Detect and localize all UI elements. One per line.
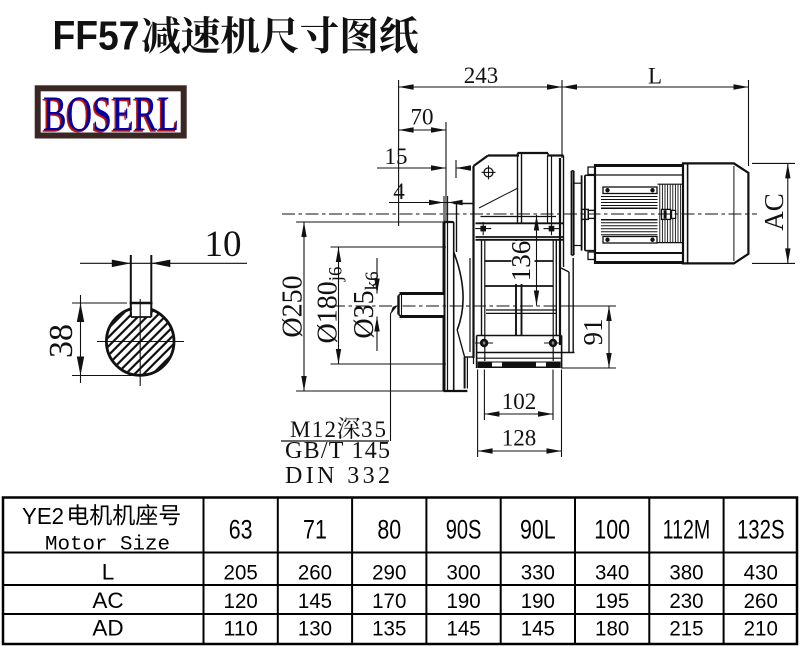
svg-text:100: 100 bbox=[594, 515, 630, 545]
svg-text:Ø35k6: Ø35k6 bbox=[349, 271, 383, 338]
svg-text:GB/T 145: GB/T 145 bbox=[285, 438, 390, 464]
svg-text:90L: 90L bbox=[520, 515, 556, 545]
svg-text:190: 190 bbox=[521, 589, 555, 613]
svg-text:15: 15 bbox=[385, 144, 408, 169]
svg-text:91: 91 bbox=[578, 319, 608, 346]
svg-text:L: L bbox=[102, 560, 115, 585]
svg-text:120: 120 bbox=[224, 589, 258, 613]
svg-text:300: 300 bbox=[446, 561, 480, 585]
svg-text:70: 70 bbox=[411, 105, 434, 130]
svg-text:430: 430 bbox=[744, 561, 778, 585]
svg-text:L: L bbox=[648, 64, 662, 89]
svg-text:205: 205 bbox=[224, 561, 258, 585]
svg-text:71: 71 bbox=[303, 515, 327, 545]
svg-text:110: 110 bbox=[224, 617, 258, 641]
svg-text:290: 290 bbox=[372, 561, 406, 585]
svg-text:AD: AD bbox=[92, 616, 123, 641]
svg-text:180: 180 bbox=[595, 617, 629, 641]
svg-text:80: 80 bbox=[377, 515, 401, 545]
svg-text:4: 4 bbox=[393, 179, 405, 204]
svg-text:130: 130 bbox=[298, 617, 332, 641]
svg-text:M12: M12 bbox=[290, 417, 336, 442]
svg-text:195: 195 bbox=[595, 589, 629, 613]
svg-text:63: 63 bbox=[229, 515, 253, 545]
svg-text:FF57: FF57 bbox=[53, 13, 140, 59]
svg-text:YE2: YE2 bbox=[22, 503, 64, 529]
svg-text:340: 340 bbox=[595, 561, 629, 585]
svg-text:DIN 332: DIN 332 bbox=[285, 463, 390, 489]
svg-text:Motor Size: Motor Size bbox=[45, 534, 170, 557]
svg-text:243: 243 bbox=[464, 63, 499, 88]
svg-text:AC: AC bbox=[92, 588, 123, 613]
svg-text:102: 102 bbox=[502, 389, 537, 414]
svg-text:BOSERL: BOSERL bbox=[43, 85, 179, 141]
svg-text:128: 128 bbox=[502, 426, 537, 451]
svg-text:10: 10 bbox=[205, 224, 242, 265]
svg-text:215: 215 bbox=[669, 617, 703, 641]
svg-text:136: 136 bbox=[506, 241, 536, 282]
svg-text:112M: 112M bbox=[663, 515, 711, 545]
svg-text:90S: 90S bbox=[446, 515, 482, 545]
svg-text:Ø250: Ø250 bbox=[278, 275, 309, 337]
svg-text:260: 260 bbox=[298, 561, 332, 585]
svg-text:330: 330 bbox=[521, 561, 555, 585]
svg-text:BOSERL: BOSERL bbox=[42, 86, 178, 142]
svg-text:132S: 132S bbox=[737, 515, 785, 545]
svg-text:260: 260 bbox=[744, 589, 778, 613]
svg-text:135: 135 bbox=[372, 617, 406, 641]
svg-text:145: 145 bbox=[298, 589, 332, 613]
svg-text:210: 210 bbox=[744, 617, 778, 641]
svg-text:145: 145 bbox=[521, 617, 555, 641]
svg-text:AC: AC bbox=[759, 193, 789, 231]
svg-text:230: 230 bbox=[669, 589, 703, 613]
svg-text:145: 145 bbox=[446, 617, 480, 641]
svg-text:380: 380 bbox=[669, 561, 703, 585]
svg-text:190: 190 bbox=[446, 589, 480, 613]
svg-text:170: 170 bbox=[372, 589, 406, 613]
svg-text:38: 38 bbox=[43, 324, 80, 358]
svg-text:Ø180j6: Ø180j6 bbox=[313, 266, 347, 343]
